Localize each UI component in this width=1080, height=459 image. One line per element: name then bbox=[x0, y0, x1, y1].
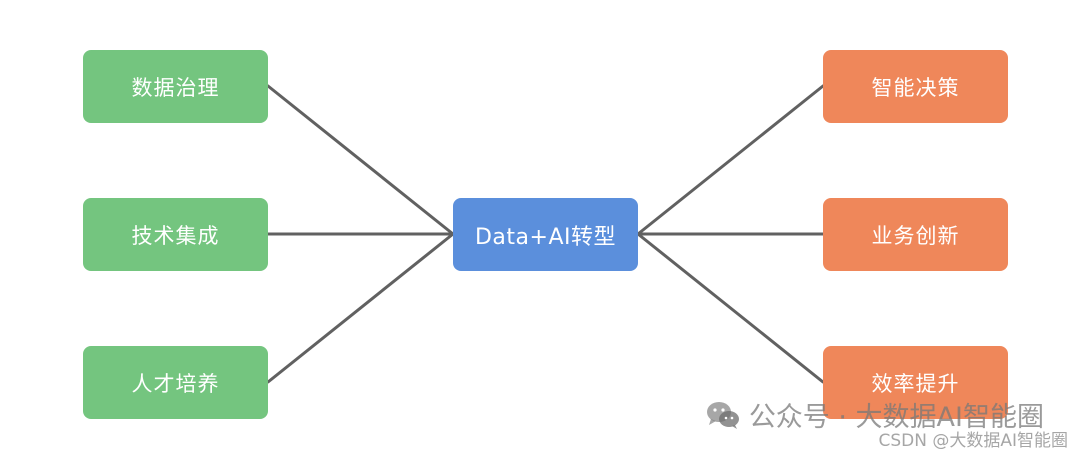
node-label: 人才培养 bbox=[131, 371, 220, 396]
node-label: Data+AI转型 bbox=[474, 224, 616, 250]
node-data-governance: 数据治理 bbox=[83, 50, 268, 123]
node-center-transformation: Data+AI转型 bbox=[453, 198, 638, 271]
node-business-innovation: 业务创新 bbox=[823, 198, 1008, 271]
connector-line bbox=[266, 84, 455, 236]
connector-line bbox=[636, 232, 825, 384]
node-efficiency-improvement: 效率提升 bbox=[823, 346, 1008, 419]
node-tech-integration: 技术集成 bbox=[83, 198, 268, 271]
node-label: 效率提升 bbox=[871, 371, 960, 396]
node-label: 业务创新 bbox=[871, 223, 960, 248]
connector-line bbox=[636, 84, 825, 236]
node-label: 数据治理 bbox=[131, 75, 220, 100]
node-talent-training: 人才培养 bbox=[83, 346, 268, 419]
connector-line bbox=[266, 232, 455, 384]
node-label: 技术集成 bbox=[131, 223, 220, 248]
node-label: 智能决策 bbox=[871, 75, 960, 100]
node-smart-decision: 智能决策 bbox=[823, 50, 1008, 123]
